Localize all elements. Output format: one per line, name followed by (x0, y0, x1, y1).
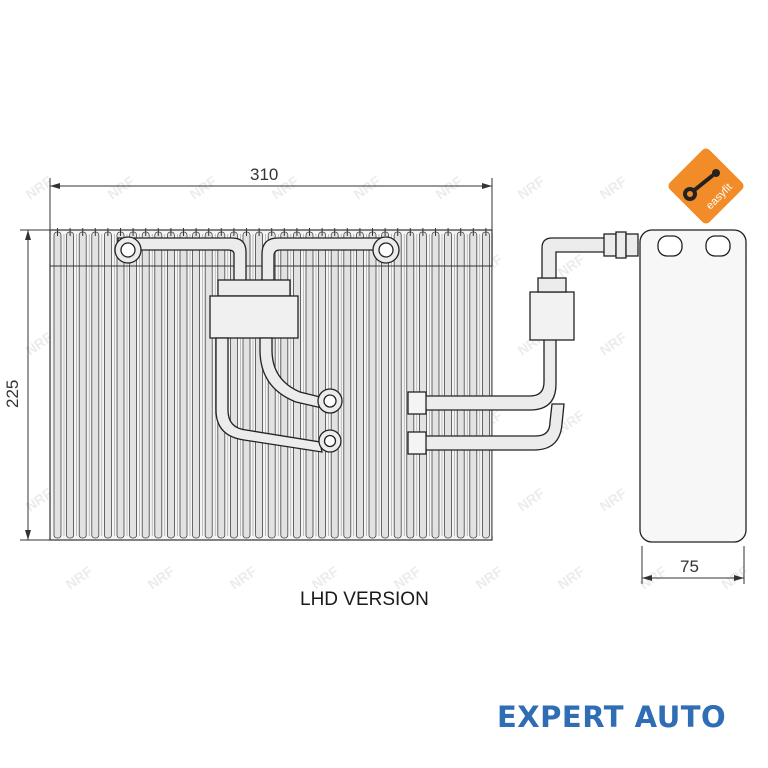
core-fin (381, 231, 390, 539)
watermark-mark: NRF (515, 173, 548, 203)
receiver-dryer (639, 229, 747, 543)
core-fin (456, 231, 465, 539)
core-fin (469, 231, 478, 539)
watermark-mark: NRF (473, 563, 506, 593)
height-dimension (20, 229, 50, 541)
core-fin (141, 231, 150, 539)
core-fin (204, 231, 213, 539)
outlet-pipes (407, 231, 639, 455)
core-fin (166, 231, 175, 539)
core-fin (53, 231, 62, 539)
core-fin (330, 231, 339, 539)
core-fin (179, 231, 188, 539)
height-dimension-label: 225 (3, 380, 22, 408)
width-dimension-label: 310 (250, 165, 278, 184)
watermark-mark: NRF (309, 563, 342, 593)
core-fin (154, 231, 163, 539)
watermark-mark: NRF (227, 563, 260, 593)
core-fin (78, 231, 87, 539)
core-fin (192, 231, 201, 539)
core-fin (116, 231, 125, 539)
core-fin (481, 231, 490, 539)
watermark-mark: NRF (597, 485, 630, 515)
core-fin (431, 231, 440, 539)
width-dimension (49, 178, 493, 232)
brand-logo-text: EXPERT AUTO (497, 700, 727, 734)
core-fin (66, 231, 74, 539)
watermark-mark: NRF (23, 173, 56, 203)
core-fin (368, 231, 377, 539)
watermark-mark: NRF (597, 173, 630, 203)
core-pipes (114, 236, 400, 453)
watermark-mark: NRF (145, 563, 178, 593)
core-fin (91, 231, 100, 539)
core-fin (406, 231, 415, 539)
depth-dimension (641, 546, 745, 584)
core-fin (129, 231, 138, 539)
watermark-mark: NRF (105, 173, 138, 203)
core-fin (355, 231, 364, 539)
core-fin (305, 231, 314, 539)
watermark-mark: NRF (515, 485, 548, 515)
core-fin (318, 231, 327, 539)
core-fin (343, 231, 352, 539)
core-fin (393, 231, 402, 539)
version-caption: LHD VERSION (300, 589, 429, 610)
watermark-mark: NRF (555, 563, 588, 593)
watermark-mark: NRF (555, 251, 588, 281)
watermark-mark: NRF (391, 563, 424, 593)
core-fin (444, 231, 453, 539)
watermark-mark: NRF (433, 173, 466, 203)
core-fin (292, 231, 301, 539)
watermark-mark: NRF (187, 173, 220, 203)
watermark-mark: NRF (63, 563, 96, 593)
watermark-mark: NRF (597, 329, 630, 359)
watermark-mark: NRF (351, 173, 384, 203)
easyfit-badge: easyfit (668, 148, 744, 224)
wrench-icon (683, 169, 720, 201)
depth-dimension-label: 75 (680, 557, 699, 576)
core-fin (418, 231, 427, 539)
core-fin (104, 231, 112, 539)
